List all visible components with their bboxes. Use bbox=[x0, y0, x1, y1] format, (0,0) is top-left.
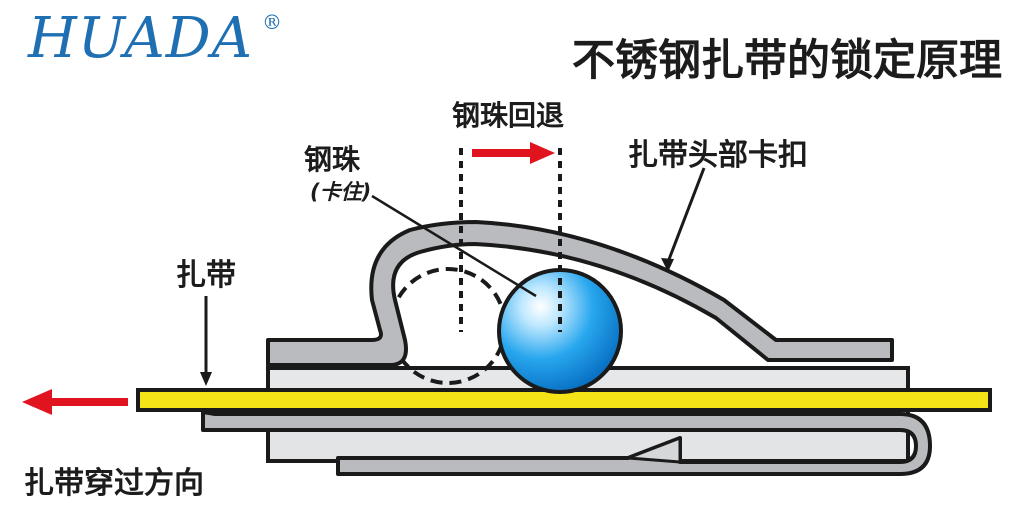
registered-mark: ® bbox=[262, 10, 282, 34]
strap-direction-label: 扎带穿过方向 bbox=[24, 466, 204, 501]
steel-ball-label: 钢珠 bbox=[304, 143, 361, 176]
page-title: 不锈钢扎带的锁定原理 bbox=[572, 36, 1002, 86]
casing-lower-plate bbox=[266, 425, 910, 463]
buckle-head-clip bbox=[266, 220, 894, 367]
head-leader-line bbox=[666, 167, 706, 263]
brand-logo: HUADA bbox=[28, 6, 254, 71]
strap-direction-arrow-head bbox=[22, 389, 52, 415]
ball-previous-position bbox=[389, 267, 507, 385]
buckle-lower-tab bbox=[626, 436, 682, 464]
head-leader-arrowhead bbox=[661, 258, 674, 272]
ball-return-label: 钢珠回退 bbox=[452, 99, 565, 132]
strap-pointer-arrowhead bbox=[200, 372, 212, 386]
strap-label: 扎带 bbox=[176, 258, 236, 293]
ball-return-arrow-head bbox=[530, 142, 555, 164]
steel-ball-note: (卡住) bbox=[310, 180, 372, 204]
ball-leader-line bbox=[371, 194, 537, 298]
head-buckle-label: 扎带头部卡扣 bbox=[628, 138, 808, 173]
